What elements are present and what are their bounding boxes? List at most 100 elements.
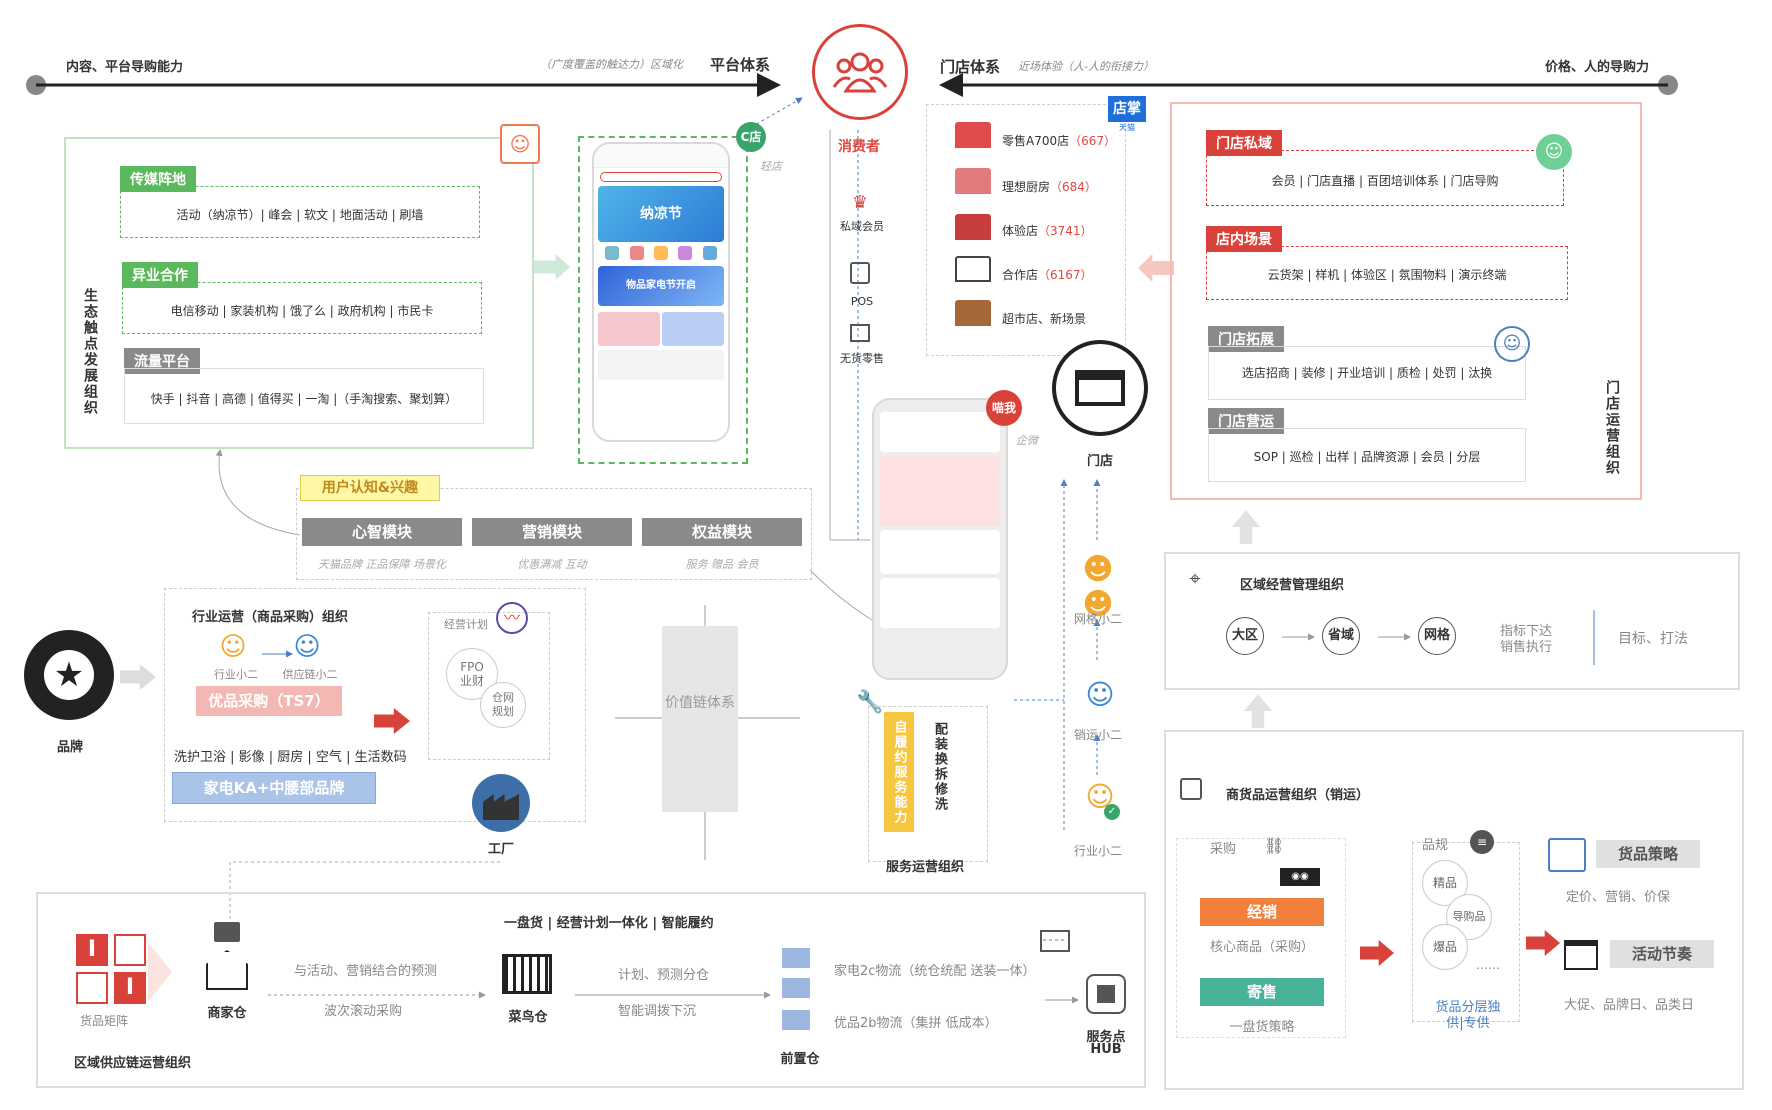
store-icon-partner [955,256,991,282]
merch-title: 商货品运营组织（销运） [1226,784,1369,803]
link-icon: ⛓ [1264,836,1288,852]
merchant-warehouse-label: 商家仓 [196,1002,258,1021]
region-exec-2: 销售执行 [1500,636,1552,655]
hub-icon [1086,974,1126,1014]
b2c-label: 家电2c物流（统仓统配 送装一体） [834,960,1036,979]
dianzhang-badge: 店掌 [1108,96,1146,122]
c-store-banner1: 纳凉节 [598,186,724,242]
media-text: 活动（纳凉节）| 峰会 | 软文 | 地面活动 | 刷墙 [120,206,480,223]
grid-role-label: 网格小二 [1066,610,1130,627]
step-grid: 网格 [1418,617,1456,655]
strategy-sub: 定价、营销、价保 [1566,886,1670,905]
store-ops-vertical-label: 门店运营组织 [1602,380,1622,476]
value-chain-box [662,626,738,812]
store-icon-supermarket [955,300,991,326]
forecast-label: 与活动、营销结合的预测 [294,960,437,979]
sales-role-icon: ☺ [1082,678,1118,714]
marketing-module: 营销模块 [472,518,632,546]
store-expand-text: 选店招商 | 装修 | 开业培训 | 质检 | 处罚 | 汰换 [1208,364,1526,381]
step-big-region: 大区 [1226,617,1264,655]
self-fulfillment-bar: 自履约服务能力 [884,712,914,832]
rights-module-sub: 服务 赠品 会员 [642,556,802,572]
sales-role-label: 销运小二 [1066,726,1130,743]
plan-label: 经营计划 [444,616,488,632]
activity-sub: 大促、品牌日、品类日 [1564,994,1694,1013]
no-stock-retail-label: 无货零售 [832,350,892,366]
b2b-label: 优品2b物流（集拼 低成本） [834,1012,998,1031]
crown-icon: ♛ [848,192,872,212]
top-left-label: 内容、平台导购能力 [66,56,183,75]
store-private-text: 会员 | 门店直播 | 百团培训体系 | 门店导购 [1206,172,1564,189]
cainiao-label: 菜鸟仓 [496,1006,560,1025]
core-product-label: 核心商品（采购） [1190,936,1334,955]
supply-title: 区域供应链运营组织 [74,1052,191,1071]
eco-vertical-label: 生态触点发展组织 [80,288,100,416]
industry-categories: 洗护卫浴 | 影像 | 厨房 | 空气 | 生活数码 [174,746,407,765]
front-wh-icon-1 [782,948,810,968]
matrix-icon-1: I [76,934,108,966]
brand-label: 品牌 [40,736,100,755]
brand-icon: ★ [24,630,114,720]
quality-purchase-badge: 优品采购（TS7） [196,686,342,716]
front-wh-icon-3 [782,1010,810,1030]
in-store-text: 云货架 | 样机 | 体验区 | 氛围物料 | 演示终端 [1206,266,1568,283]
location-pin-icon: ⌖ [1184,566,1206,588]
store-icon-experience [955,214,991,240]
face-scan-icon: ☺ [500,124,540,164]
pos-label: POS [840,295,884,308]
smart-allocation-label: 智能调拨下沉 [618,1000,696,1019]
consumer-label: 消费者 [838,136,880,156]
factory-label: 工厂 [476,838,526,857]
store-icon-a700 [955,122,991,148]
yipan-strategy-label: 一盘货策略 [1190,1016,1334,1035]
truck-icon [214,922,240,942]
person-icon: ☺ [1536,134,1572,170]
value-chain-label: 价值链体系 [662,694,738,712]
plan-forecast-label: 计划、预测分仓 [618,964,709,983]
supply-role-icon: ☺ [292,632,322,664]
store-kitchen-label: 理想厨房（684） [1002,178,1097,195]
mind-module: 心智模块 [302,518,462,546]
store-supermarket-label: 超市店、新场景 [1002,310,1086,327]
dots-label: …… [1476,958,1500,972]
purchase-label: 采购 [1210,838,1236,857]
person-search-icon: ☺ [1494,326,1530,362]
store-operation-text: SOP | 巡检 | 出样 | 品牌资源 | 会员 | 分层 [1208,448,1526,465]
matrix-icon-4: I [114,972,146,1004]
trend-icon: 〰 [496,602,528,634]
factory-icon [472,774,530,832]
crossover-text: 电信移动 | 家装机构 | 饿了么 | 政府机构 | 市民卡 [122,302,482,319]
c-store-note: 轻店 [760,158,782,174]
marketing-module-sub: 优惠满减 互动 [472,556,632,572]
matrix-label: 货品矩阵 [80,1012,128,1029]
industry-role-icon-2: ☺ [218,632,248,664]
platform-system-label: 平台体系 [710,54,770,75]
c-store-phone-screen: 纳凉节 物品家电节开启 [592,142,730,442]
service-types: 配装换拆修洗 [930,722,952,842]
top-right-label: 价格、人的导购力 [1545,56,1649,75]
store-experience-label: 体验店（3741） [1002,222,1093,239]
hub-label-2: HUB [1076,1042,1136,1057]
tmall-icon: ◉◉ [1280,868,1320,886]
store-italic-label: 近场体验（人-人的衔接力） [1018,58,1154,74]
industry-title: 行业运营（商品采购）组织 [192,606,348,625]
delivery-icon [1040,930,1070,952]
user-cognition-tag: 用户认知&兴趣 [300,475,440,501]
wave-label: 波次滚动采购 [324,1000,402,1019]
strategy-box: 货品策略 [1596,840,1700,868]
jishou-button: 寄售 [1200,978,1324,1006]
miaowo-note: 企微 [1016,432,1038,448]
store-a700-label: 零售A700店（667） [1002,132,1116,149]
private-member-label: 私域会员 [840,218,884,234]
front-wh-icon-2 [782,978,810,998]
mind-module-sub: 天猫品牌 正品保障 场景化 [302,556,462,572]
consumer-icon [812,24,908,120]
front-wh-label: 前置仓 [774,1048,826,1067]
store-system-label: 门店体系 [940,56,1000,77]
fenceng-label-2: 供|专供 [1412,1012,1524,1031]
kiosk-icon [850,324,870,342]
pos-icon [850,262,870,284]
activity-box: 活动节奏 [1610,940,1714,968]
c-store-banner2: 物品家电节开启 [598,266,724,306]
step-province: 省域 [1322,617,1360,655]
